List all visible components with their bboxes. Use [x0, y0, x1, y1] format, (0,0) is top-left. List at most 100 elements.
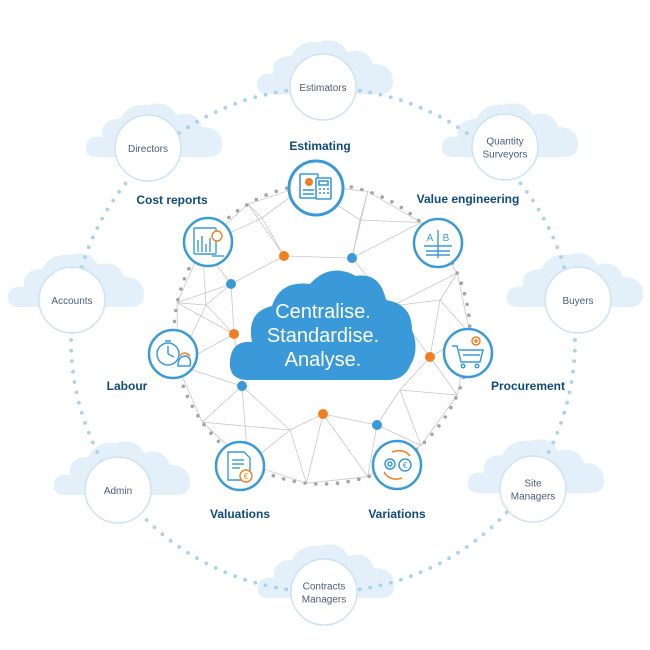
outer-ring-dot [223, 570, 228, 575]
inner-ring-dot [462, 291, 467, 296]
outer-ring-dot [489, 525, 494, 530]
svg-text:€: € [244, 472, 249, 481]
outer-ring-dot [117, 190, 121, 194]
network-line [202, 385, 243, 423]
inner-ring-dot [244, 203, 249, 207]
network-line [306, 476, 368, 484]
module-labour[interactable]: Labour [107, 328, 199, 393]
role-buyers[interactable]: Buyers [544, 266, 612, 334]
inner-ring-dot [455, 271, 460, 275]
outer-ring-dot [273, 585, 278, 590]
network-line [351, 219, 361, 259]
inner-ring-dot [271, 473, 276, 478]
outer-ring-dot [79, 410, 84, 415]
inner-ring-dot [182, 277, 187, 281]
outer-ring-dot [223, 105, 228, 110]
inner-ring-dot [235, 209, 240, 213]
network-line [376, 424, 422, 446]
outer-ring-dot [456, 550, 460, 555]
role-circles: EstimatorsQuantitySurveyorsBuyersSiteMan… [38, 53, 612, 626]
network-line [202, 421, 291, 431]
role-circle [289, 53, 357, 121]
outer-ring-dot [368, 90, 373, 95]
cost-reports-icon-circle [182, 216, 234, 268]
role-accounts[interactable]: Accounts [38, 266, 106, 334]
inner-ring-dot [216, 439, 221, 444]
invoice-euro-icon: € [227, 451, 253, 483]
inner-ring-dot [196, 413, 200, 418]
network-line [241, 385, 291, 431]
network-line [359, 219, 422, 223]
network-line [429, 299, 441, 358]
network-node-blue [372, 420, 382, 430]
role-label: Contracts [303, 582, 346, 593]
outer-ring-dot [111, 198, 115, 203]
module-variations[interactable]: € Variations [368, 439, 426, 521]
outer-ring-dot [233, 574, 238, 579]
network-line [177, 283, 232, 304]
outer-ring-dot [418, 105, 423, 110]
inner-ring-dot [437, 424, 441, 428]
outer-ring-dot [531, 198, 535, 203]
outer-ring-dot [428, 110, 433, 114]
role-circle [114, 114, 182, 182]
outer-ring-dot [551, 440, 556, 445]
inner-ring-dot [335, 481, 340, 486]
outer-ring-dot [74, 390, 79, 395]
network-line [289, 413, 324, 431]
outer-ring-dot [525, 190, 529, 194]
role-label: Managers [302, 595, 346, 606]
outer-ring-dot [399, 98, 403, 103]
outer-ring-dot [418, 570, 423, 575]
outer-ring-dot [95, 226, 100, 230]
outer-ring-dot [447, 556, 451, 561]
inner-ring-dot [174, 308, 178, 313]
module-cost-reports[interactable]: Cost reports [136, 193, 234, 268]
outer-ring-dot [105, 207, 110, 212]
inner-ring-dot [449, 405, 453, 410]
cost-reports-label: Cost reports [136, 193, 208, 207]
network-node-orange [425, 352, 435, 362]
inner-ring-dot [176, 297, 180, 302]
outer-ring-dot [186, 125, 190, 130]
outer-ring-dot [428, 566, 433, 570]
network-line [399, 356, 431, 391]
network-node-blue [237, 381, 247, 391]
role-estimators[interactable]: Estimators [289, 53, 357, 121]
role-circle [290, 558, 358, 626]
module-value-engineering[interactable]: A B Value engineering [412, 192, 520, 269]
module-estimating[interactable]: Estimating [287, 139, 351, 217]
value-engineering-label: Value engineering [417, 192, 520, 206]
inner-ring-dot [454, 396, 458, 400]
outer-ring-dot [571, 369, 575, 374]
module-procurement[interactable]: Procurement [442, 327, 565, 393]
network-line [289, 429, 307, 484]
inner-ring-dot [187, 266, 191, 271]
outer-ring-dot [284, 587, 289, 592]
inner-ring-dot [324, 482, 329, 486]
inner-ring-dot [209, 431, 213, 436]
inner-ring-dot [357, 477, 361, 482]
outer-ring-dot [123, 181, 128, 186]
inner-ring-dot [430, 432, 434, 437]
role-directors[interactable]: Directors [114, 114, 182, 182]
inner-ring-dot [179, 287, 183, 291]
inner-ring-dot [370, 191, 374, 195]
network-line [376, 389, 401, 426]
outer-ring-dot [86, 430, 91, 435]
outer-ring-dot [90, 440, 95, 445]
outer-ring-dot [213, 110, 218, 114]
module-valuations[interactable]: € Valuations [210, 440, 270, 521]
center-line-3: Analyse. [285, 349, 362, 371]
outer-ring-dot [408, 574, 413, 579]
outer-ring-dot [572, 348, 577, 353]
outer-ring-dot [473, 538, 478, 543]
network-line [429, 356, 458, 396]
role-admin[interactable]: Admin [84, 456, 152, 524]
outer-ring-dot [551, 235, 556, 240]
inner-ring-dot [314, 482, 318, 486]
